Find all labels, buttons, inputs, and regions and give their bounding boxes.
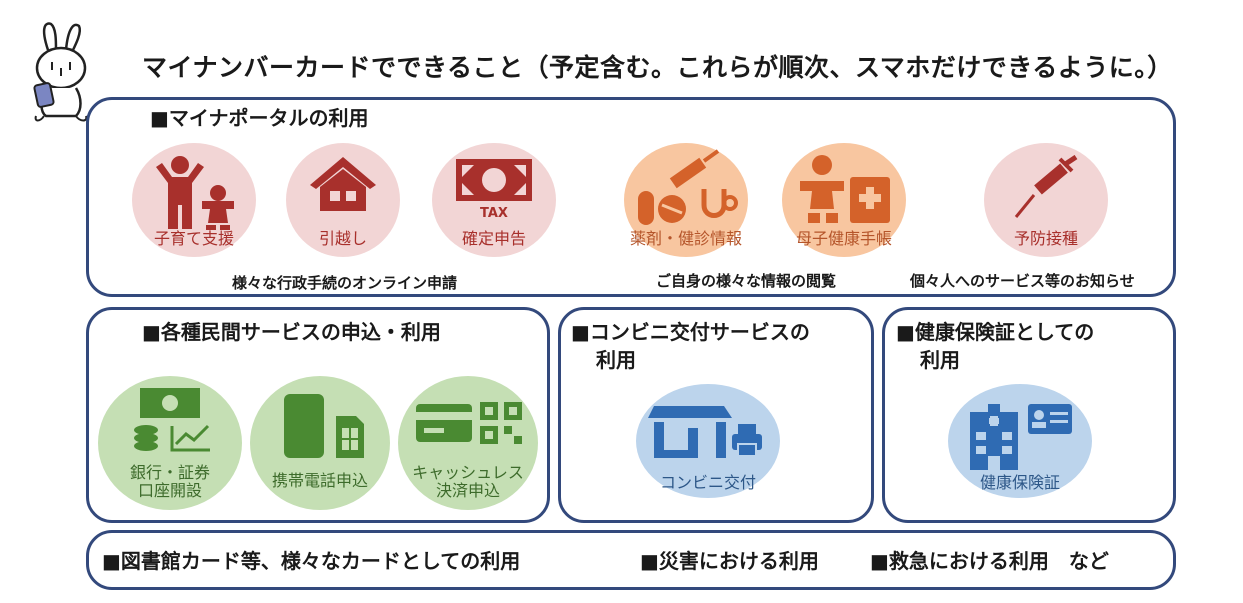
money-chart-icon [134,388,210,452]
note-notifications: 個々人へのサービス等のお知らせ [910,272,1135,290]
store-printer-icon [648,406,762,458]
tax-return-item[interactable]: TAX 確定申告 [432,143,556,257]
disaster-text: ■災害における利用 [640,549,819,573]
moving-item[interactable]: 引越し [286,143,400,257]
item-label-line2: 口座開設 [137,481,202,500]
note-info-view: ご自身の様々な情報の閲覧 [656,272,837,290]
item-label: 携帯電話申込 [271,471,368,490]
portal-heading: ■マイナポータルの利用 [150,106,369,130]
mobile-contract-item[interactable]: 携帯電話申込 [250,376,390,510]
insurance-heading-line1: ■健康保険証としての [896,320,1095,344]
bank-account-item[interactable]: 銀行・証券 口座開設 [98,376,242,510]
baby-book-icon [800,155,890,223]
vaccination-item[interactable]: 予防接種 [984,143,1108,257]
item-label: 予防接種 [1013,229,1078,248]
banknote-icon [456,159,532,201]
item-label-line1: 銀行・証券 [129,463,210,482]
item-label: 健康保険証 [979,473,1060,492]
item-label: 引越し [318,229,367,248]
child-support-item[interactable]: 子育て支援 [132,143,256,257]
page-title: マイナンバーカードでできること（予定含む。これらが順次、スマホだけできるように。… [142,53,1173,82]
item-label-line2: 決済申込 [435,481,500,500]
health-insurance-item[interactable]: 健康保険証 [948,384,1092,498]
parent-child-icon [156,156,234,230]
item-label-line1: キャッシュレス [412,463,524,482]
cashless-item[interactable]: キャッシュレス 決済申込 [398,376,538,510]
note-online-application: 様々な行政手続のオンライン申請 [232,274,458,292]
house-icon [310,157,376,211]
convenience-heading-line1: ■コンビニ交付サービスの [571,320,810,344]
library-card-text: ■図書館カード等、様々なカードとしての利用 [102,549,521,573]
item-label: コンビニ交付 [659,473,756,492]
item-label: 確定申告 [461,229,526,248]
medicine-stethoscope-icon [638,149,738,225]
item-label: 母子健康手帳 [795,229,892,248]
smartphone-sim-icon [284,394,364,458]
tax-badge: TAX [480,206,508,221]
convenience-heading-line2: 利用 [596,348,636,372]
maternal-handbook-item[interactable]: 母子健康手帳 [782,143,906,257]
hospital-id-card-icon [970,404,1072,470]
insurance-heading-line2: 利用 [920,348,960,372]
other-uses-section [86,530,1176,590]
convenience-issuance-item[interactable]: コンビニ交付 [636,384,780,498]
item-label: 薬剤・健診情報 [629,229,742,248]
mascot-rabbit-icon [33,22,88,122]
private-heading: ■各種民間サービスの申込・利用 [142,320,441,344]
syringe-icon [1014,155,1078,218]
card-qr-icon [416,402,522,444]
medication-checkup-item[interactable]: 薬剤・健診情報 [624,143,748,257]
emergency-text: ■救急における利用 など [870,549,1109,573]
item-label: 子育て支援 [153,229,234,248]
